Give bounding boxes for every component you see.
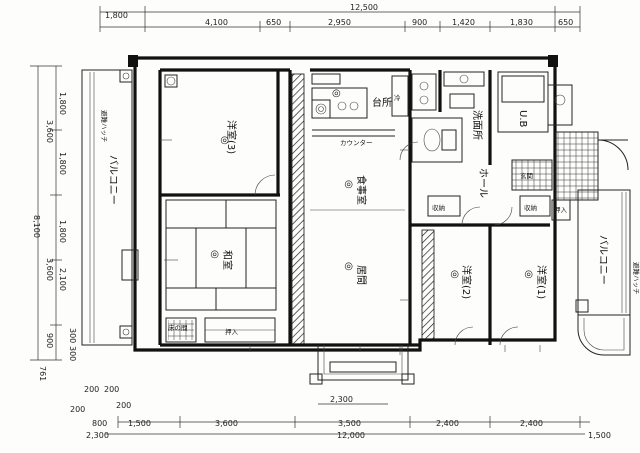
washroom-label: 洗面所	[471, 110, 483, 140]
bottom-dim-2400b: 2,400	[520, 419, 543, 428]
top-dim-overall: 12,500	[350, 3, 378, 12]
western-room-1-label: 洋室(1)	[535, 265, 548, 299]
tokonoma-label: 床の間	[168, 323, 188, 332]
bay-window	[309, 345, 415, 385]
room1-closet-label: 押入	[554, 205, 568, 214]
top-dim-900: 900	[412, 18, 427, 27]
dining-label: 食事室	[355, 175, 368, 205]
bottom-dim-200b: 200	[104, 385, 119, 394]
living-label: 居間	[355, 265, 367, 285]
left-dim-761: 761	[38, 366, 47, 381]
bottom-dim-window: 2,300	[330, 395, 353, 404]
kitchen-mark: ◎	[332, 88, 341, 99]
western-room-1-mark: ◎	[523, 270, 534, 279]
top-dim-650b: 650	[558, 18, 573, 27]
bottom-dim-800: 800	[92, 419, 107, 428]
washitsu-label: 和室	[221, 250, 234, 270]
closet-label-washitsu: 押入	[225, 327, 239, 336]
left-evac-label: 避難ハッチ	[100, 110, 109, 143]
right-balcony: バルコニー 避難ハッチ	[575, 189, 640, 356]
kitchen-area: 台所 ◎ カウンター 冷	[311, 73, 409, 147]
dining-mark: ◎	[343, 180, 354, 189]
left-dim-1800b: 1,800	[58, 152, 67, 175]
left-dim-3600a: 3,600	[45, 120, 54, 143]
hall-label: ホール	[477, 168, 489, 198]
western-room-2-mark: ◎	[449, 270, 460, 279]
top-dim-1830: 1,830	[510, 18, 533, 27]
bottom-dim-3500: 3,500	[338, 419, 361, 428]
western-room-3-label: 洋室(3)	[225, 120, 238, 154]
entrance-label: 玄関	[520, 171, 533, 180]
top-dim-1420: 1,420	[452, 18, 475, 27]
washroom-area: 洗面所 U.B	[399, 71, 573, 163]
left-dimension-lines: 8,100 1,800 3,600 1,800 1,800 3,600 2,10…	[30, 65, 77, 381]
bottom-dim-overall: 12,000	[337, 431, 365, 440]
left-dim-1800a: 1,800	[58, 92, 67, 115]
bottom-dim-200d: 200	[116, 401, 131, 410]
western-room-3: 洋室(3) ◎	[160, 74, 276, 196]
kitchen-label: 台所	[372, 96, 392, 109]
left-balcony-label: バルコニー	[107, 155, 119, 205]
top-dim-1800: 1,800	[105, 11, 128, 20]
bottom-dimension-lines: 2,300 200 200 200 200 800 1,500 3,600 3,…	[70, 385, 611, 440]
washitsu-room: 和室 ◎ 床の間 押入	[165, 199, 277, 343]
dining-living: 食事室 ◎ 居間 ◎	[310, 149, 408, 301]
western-room-3-mark: ◎	[219, 136, 230, 145]
entrance-area: 玄関 収納	[511, 131, 629, 217]
top-dim-650a: 650	[266, 18, 281, 27]
left-dim-overall: 8,100	[32, 215, 41, 238]
entrance-storage-label: 収納	[524, 203, 537, 212]
western-room-2-label: 洋室(2)	[460, 265, 473, 299]
hall-storage-label: 収納	[432, 203, 445, 212]
top-dimension-lines: 1,800 12,500 4,100 650 2,950 900 1,420 1…	[99, 3, 581, 32]
bottom-dim-2400a: 2,400	[436, 419, 459, 428]
structural-wall-center	[291, 73, 305, 345]
bottom-dim-200c: 200	[70, 405, 85, 414]
left-dim-3600b: 3,600	[45, 258, 54, 281]
left-dim-300b: 300	[68, 346, 77, 361]
top-dim-4100: 4,100	[205, 18, 228, 27]
interior-walls	[158, 68, 550, 347]
bottom-dim-3600: 3,600	[215, 419, 238, 428]
bottom-dim-1500: 1,500	[128, 419, 151, 428]
fridge-label: 冷	[394, 93, 401, 102]
bottom-dim-2300: 2,300	[86, 431, 109, 440]
western-room-1: 洋室(1) ◎ 押入	[499, 199, 571, 346]
top-dim-2950: 2,950	[328, 18, 351, 27]
hall-area: ホール 収納	[427, 168, 513, 226]
detail-marks	[164, 259, 541, 355]
right-balcony-label: バルコニー	[597, 235, 609, 285]
left-dim-300a: 300	[68, 328, 77, 343]
right-evac-label: 避難ハッチ	[632, 262, 640, 295]
ub-label: U.B	[517, 110, 528, 127]
living-mark: ◎	[343, 262, 354, 271]
western-room-2: 洋室(2) ◎	[449, 265, 474, 346]
bottom-dim-200a: 200	[84, 385, 99, 394]
left-dim-900: 900	[45, 333, 54, 348]
washitsu-mark: ◎	[209, 250, 220, 259]
outer-walls	[128, 55, 558, 352]
bottom-dim-1500-right: 1,500	[588, 431, 611, 440]
left-balcony: バルコニー 避難ハッチ	[81, 69, 139, 346]
structural-wall-right	[421, 229, 435, 341]
left-dim-1800c: 1,800	[58, 220, 67, 243]
counter-label: カウンター	[340, 138, 373, 147]
left-dim-2100: 2,100	[58, 268, 67, 291]
